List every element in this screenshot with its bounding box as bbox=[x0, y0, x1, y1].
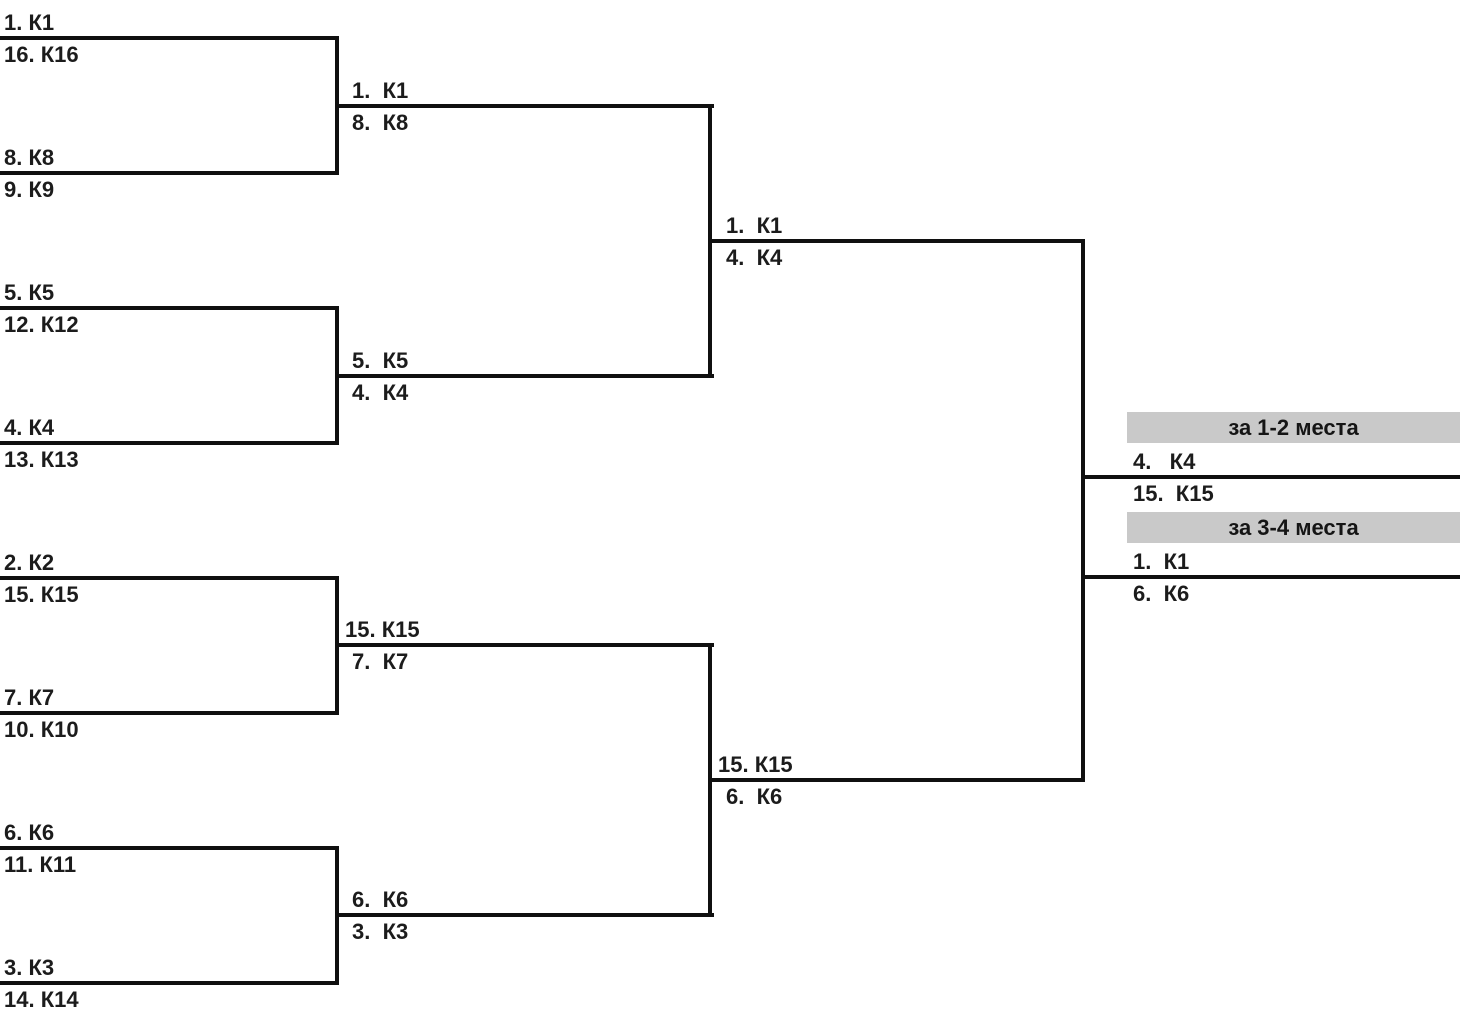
r1-m3-top-entry: 5. К5 bbox=[4, 280, 55, 305]
r1-m6-bottom-entry: 10. К10 bbox=[4, 717, 79, 742]
r1-m8-bottom-entry: 14. К14 bbox=[4, 987, 79, 1012]
final-1-2-line bbox=[1081, 475, 1460, 479]
r1-m5-bottom-entry: 15. К15 bbox=[4, 582, 79, 607]
r1-m4-bottom-line bbox=[0, 981, 339, 985]
r1-m3-top-line bbox=[0, 576, 339, 580]
r2-m2-bottom-entry: 4. К4 bbox=[352, 380, 409, 405]
r1-m3-bottom-line bbox=[0, 711, 339, 715]
r1-m7-top-entry: 6. К6 bbox=[4, 820, 55, 845]
r1-m4-top-entry: 4. К4 bbox=[4, 415, 55, 440]
final-1-2-top-entry: 4. К4 bbox=[1133, 449, 1196, 474]
final-1-2-bottom-entry: 15. К15 bbox=[1133, 481, 1214, 506]
r1-m4-top-line bbox=[0, 846, 339, 850]
final-3-4-bottom-entry: 6. К6 bbox=[1133, 581, 1190, 606]
final-3-4-header-bar: за 3-4 места bbox=[1127, 512, 1460, 543]
r2-m1-line bbox=[335, 104, 714, 108]
r2-m4-line bbox=[335, 913, 714, 917]
r1-m1-bottom-line bbox=[0, 171, 339, 175]
r2-m4-bottom-entry: 3. К3 bbox=[352, 919, 409, 944]
r1-m2-top-line bbox=[0, 306, 339, 310]
r1-m1-top-entry: 1. К1 bbox=[4, 10, 55, 35]
final-connector bbox=[1081, 239, 1085, 782]
sf2-line bbox=[708, 778, 1085, 782]
r2-m1-bottom-entry: 8. К8 bbox=[352, 110, 409, 135]
r1-m5-top-entry: 2. К2 bbox=[4, 550, 55, 575]
sf1-top-entry: 1. К1 bbox=[726, 213, 783, 238]
r1-m2-top-entry: 8. К8 bbox=[4, 145, 55, 170]
r1-m2-bottom-line bbox=[0, 441, 339, 445]
r1-m8-top-entry: 3. К3 bbox=[4, 955, 55, 980]
r1-m6-top-entry: 7. К7 bbox=[4, 685, 55, 710]
sf1-bottom-entry: 4. К4 bbox=[726, 245, 783, 270]
final-1-2-header-bar: за 1-2 места bbox=[1127, 412, 1460, 443]
r1-m3-bottom-entry: 12. К12 bbox=[4, 312, 79, 337]
r1-m7-bottom-entry: 11. К11 bbox=[4, 852, 77, 877]
sf2-top-entry: 15. К15 bbox=[718, 752, 793, 777]
final-3-4-top-entry: 1. К1 bbox=[1133, 549, 1190, 574]
r2-m3-bottom-entry: 7. К7 bbox=[352, 649, 409, 674]
r1-m1-bottom-entry: 16. К16 bbox=[4, 42, 79, 67]
sf2-bottom-entry: 6. К6 bbox=[726, 784, 783, 809]
r2-m3-top-entry: 15. К15 bbox=[345, 617, 420, 642]
r1-m4-bottom-entry: 13. К13 bbox=[4, 447, 79, 472]
r2-m2-line bbox=[335, 374, 714, 378]
sf1-line bbox=[708, 239, 1085, 243]
r2-m2-top-entry: 5. К5 bbox=[352, 348, 409, 373]
r2-m3-line bbox=[335, 643, 714, 647]
r1-m1-top-line bbox=[0, 36, 339, 40]
r2-m4-top-entry: 6. К6 bbox=[352, 887, 409, 912]
r2-m1-top-entry: 1. К1 bbox=[352, 78, 409, 103]
r1-m2-bottom-entry: 9. К9 bbox=[4, 177, 55, 202]
final-3-4-line bbox=[1081, 575, 1460, 579]
